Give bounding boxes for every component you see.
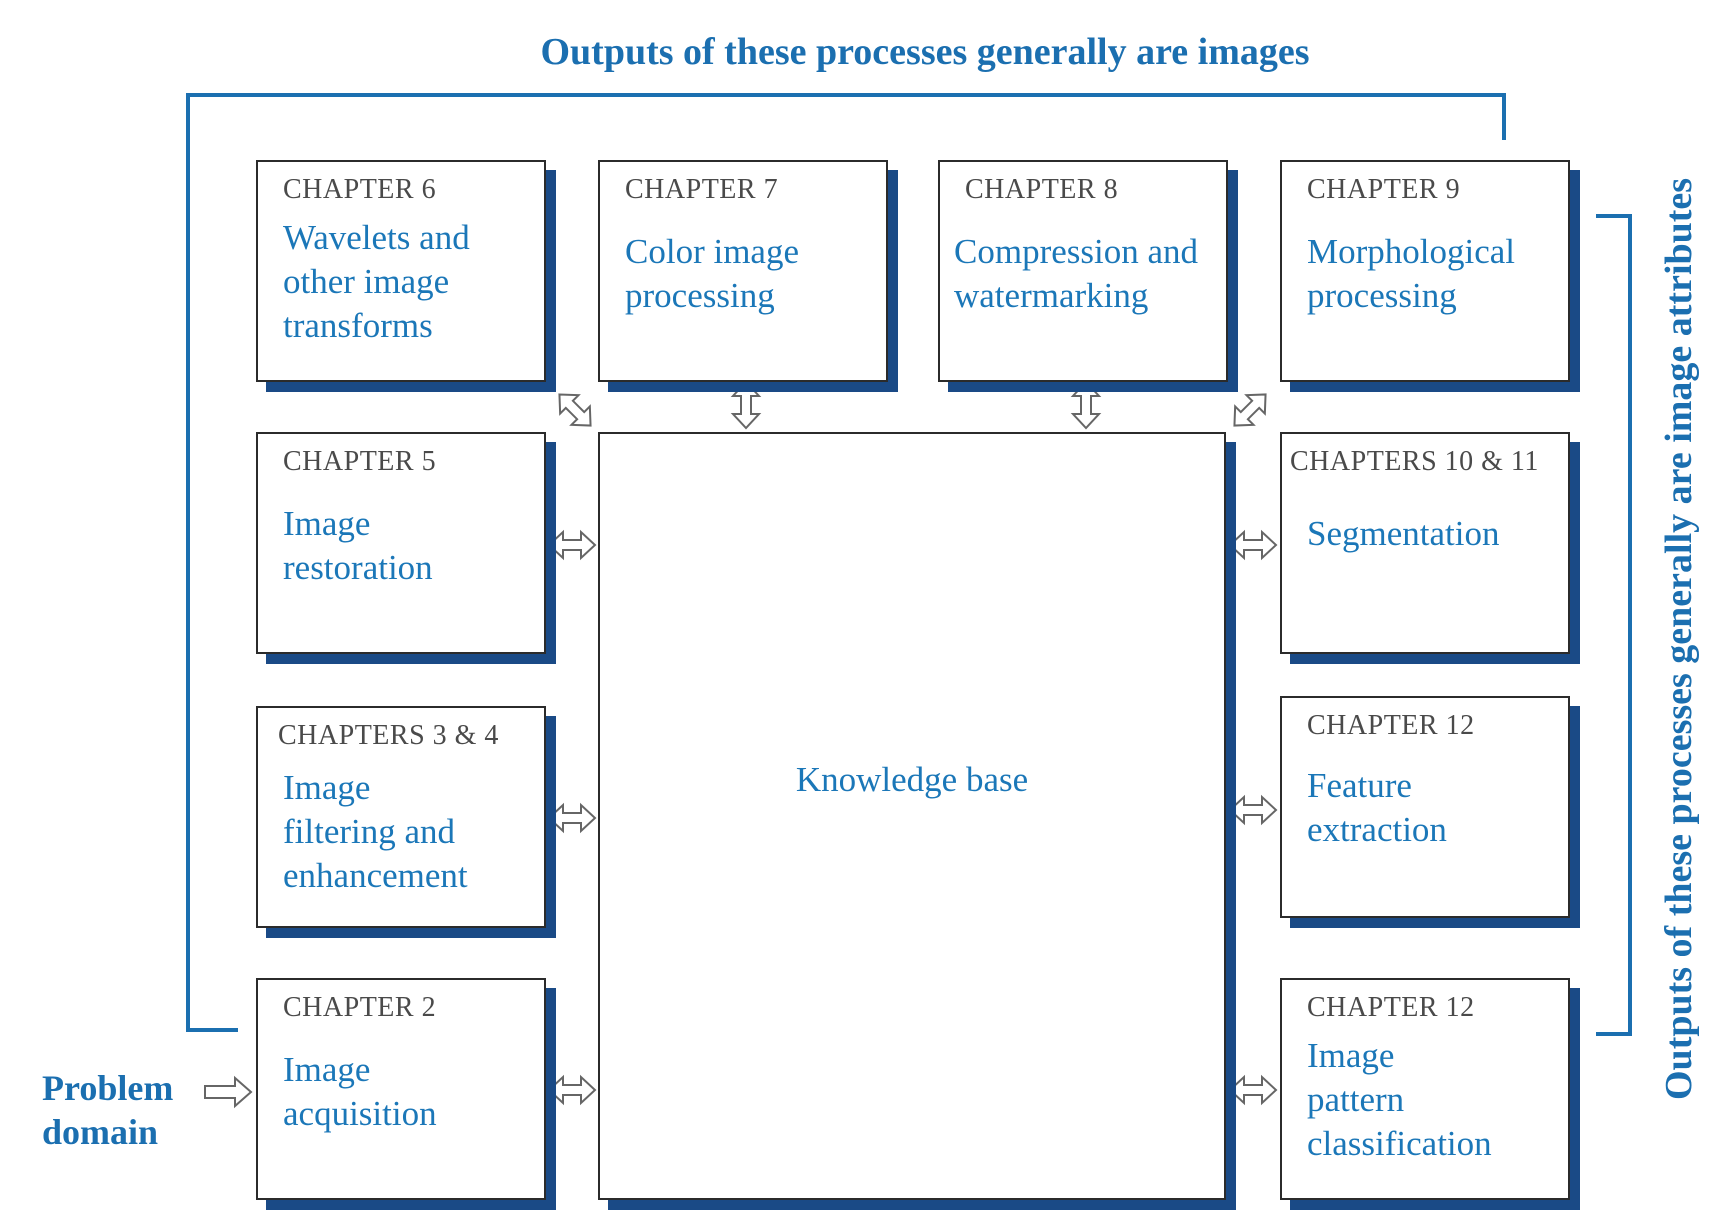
- chapter-label: CHAPTERS 3 & 4: [278, 720, 499, 751]
- chapter-label: CHAPTER 12: [1307, 992, 1475, 1023]
- chapter-6-box: CHAPTER 6 Wavelets and other image trans…: [256, 160, 546, 382]
- knowledge-base-box: Knowledge base: [598, 432, 1226, 1200]
- chapter-title: Image restoration: [283, 504, 433, 587]
- problem-domain-line-2: domain: [42, 1112, 159, 1152]
- chapter-title: Color image processing: [625, 232, 799, 315]
- chapter-label: CHAPTER 8: [965, 174, 1119, 205]
- double-arrow-icon: [1228, 1074, 1278, 1106]
- chapter-title: Image filtering and enhancement: [283, 768, 468, 895]
- chapter-9-box: CHAPTER 9 Morphological processing: [1280, 160, 1570, 382]
- chapter-title: Image pattern classification: [1307, 1036, 1492, 1163]
- problem-domain-label: Problem domain: [42, 1066, 173, 1154]
- chapter-12-feature-box: CHAPTER 12 Feature extraction: [1280, 696, 1570, 918]
- top-bracket-line: [186, 93, 1506, 1032]
- knowledge-base-label: Knowledge base: [795, 760, 1029, 799]
- double-arrow-icon: [547, 802, 597, 834]
- right-heading: Outputs of these processes generally are…: [1658, 177, 1700, 1100]
- chapter-label: CHAPTER 7: [625, 174, 779, 205]
- chapter-8-box: CHAPTER 8 Compression and watermarking: [938, 160, 1228, 382]
- problem-domain-line-1: Problem: [42, 1068, 174, 1108]
- chapter-label: CHAPTER 6: [283, 174, 437, 205]
- double-arrow-icon: [1228, 529, 1278, 561]
- chapter-label: CHAPTER 12: [1307, 710, 1475, 741]
- chapter-label: CHAPTER 2: [283, 992, 437, 1023]
- chapter-5-box: CHAPTER 5 Image restoration: [256, 432, 546, 654]
- diagonal-double-arrow-icon: [1233, 393, 1267, 427]
- chapter-label: CHAPTER 5: [283, 446, 437, 477]
- chapter-7-box: CHAPTER 7 Color image processing: [598, 160, 888, 382]
- chapter-2-box: CHAPTER 2 Image acquisition: [256, 978, 546, 1200]
- chapter-title: Segmentation: [1307, 514, 1500, 553]
- chapter-label: CHAPTERS 10 & 11: [1290, 446, 1539, 477]
- double-arrow-icon: [547, 1074, 597, 1106]
- chapters-3-4-box: CHAPTERS 3 & 4 Image filtering and enhan…: [256, 706, 546, 928]
- double-arrow-icon: [1070, 380, 1102, 430]
- chapter-title: Compression and watermarking: [954, 232, 1199, 315]
- double-arrow-icon: [547, 529, 597, 561]
- diagonal-double-arrow-icon: [558, 393, 592, 427]
- chapters-10-11-box: CHAPTERS 10 & 11 Segmentation: [1280, 432, 1570, 654]
- chapter-title: Wavelets and other image transforms: [283, 218, 470, 345]
- chapter-title: Feature extraction: [1307, 766, 1447, 849]
- double-arrow-icon: [1228, 794, 1278, 826]
- chapter-12-classification-box: CHAPTER 12 Image pattern classification: [1280, 978, 1570, 1200]
- chapter-label: CHAPTER 9: [1307, 174, 1461, 205]
- chapter-title: Morphological processing: [1307, 232, 1516, 315]
- right-bracket-line: [1596, 214, 1632, 1036]
- top-heading: Outputs of these processes generally are…: [540, 31, 1310, 73]
- chapter-title: Image acquisition: [283, 1050, 437, 1133]
- input-arrow-icon: [204, 1075, 253, 1109]
- double-arrow-icon: [730, 380, 762, 430]
